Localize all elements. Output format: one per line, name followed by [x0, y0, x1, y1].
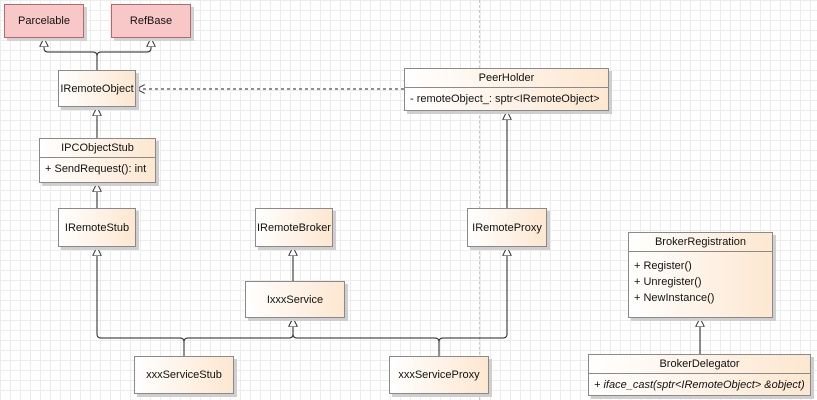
edge-xxxserviceproxy-iremoteproxy — [438, 247, 507, 356]
class-broker-registration-name: BrokerRegistration — [629, 233, 772, 252]
class-broker-delegator-name: BrokerDelegator — [589, 355, 810, 374]
class-parcelable[interactable]: Parcelable — [4, 4, 84, 38]
class-broker-delegator-member: + iface_cast(sptr<IRemoteObject> &object… — [594, 379, 805, 391]
class-ipc-object-stub-member: + SendRequest(): int — [45, 163, 147, 175]
class-broker-registration[interactable]: BrokerRegistration + Register() + Unregi… — [628, 232, 773, 318]
class-xxx-service-proxy-name: xxxServiceProxy — [398, 369, 480, 381]
class-ixxx-service[interactable]: IxxxService — [245, 281, 345, 318]
class-ixxx-service-name: IxxxService — [266, 293, 324, 306]
class-xxx-service-proxy[interactable]: xxxServiceProxy — [389, 356, 489, 394]
class-refbase-name: RefBase — [129, 15, 173, 27]
class-parcelable-name: Parcelable — [18, 15, 70, 27]
edge-xxxservicestub-ixxxservice — [183, 318, 293, 356]
class-refbase[interactable]: RefBase — [111, 4, 191, 38]
class-xxx-service-stub[interactable]: xxxServiceStub — [134, 356, 234, 394]
edge-xxxserviceproxy-ixxxservice — [293, 318, 440, 356]
class-peer-holder-name: PeerHolder — [405, 69, 608, 88]
class-iremote-broker-name: IRemoteBroker — [257, 221, 331, 234]
edge-iremoteobject-parcelable — [44, 38, 98, 70]
class-iremote-stub-name: IRemoteStub — [64, 221, 130, 234]
class-iremote-proxy[interactable]: IRemoteProxy — [467, 208, 547, 247]
edge-iremoteobject-refbase — [96, 38, 151, 70]
class-broker-registration-member-register: + Register() — [634, 260, 692, 272]
class-iremote-broker[interactable]: IRemoteBroker — [255, 208, 333, 247]
class-iremote-object-name: IRemoteObject — [60, 82, 134, 95]
class-iremote-stub[interactable]: IRemoteStub — [58, 208, 136, 247]
class-iremote-proxy-name: IRemoteProxy — [472, 221, 542, 234]
class-iremote-object[interactable]: IRemoteObject — [58, 70, 136, 107]
class-peer-holder[interactable]: PeerHolder - remoteObject_: sptr<IRemote… — [404, 68, 609, 111]
edge-xxxservicestub-iremotestub — [97, 247, 185, 356]
class-ipc-object-stub-name: IPCObjectStub — [40, 139, 155, 158]
class-broker-registration-member-unregister: + Unregister() — [634, 276, 702, 288]
class-xxx-service-stub-name: xxxServiceStub — [146, 369, 222, 381]
class-peer-holder-member: - remoteObject_: sptr<IRemoteObject> — [410, 93, 600, 105]
class-broker-delegator[interactable]: BrokerDelegator + iface_cast(sptr<IRemot… — [588, 354, 811, 396]
class-ipc-object-stub[interactable]: IPCObjectStub + SendRequest(): int — [39, 138, 156, 183]
class-broker-registration-member-newinstance: + NewInstance() — [634, 292, 715, 304]
page-guide-line — [479, 0, 480, 400]
